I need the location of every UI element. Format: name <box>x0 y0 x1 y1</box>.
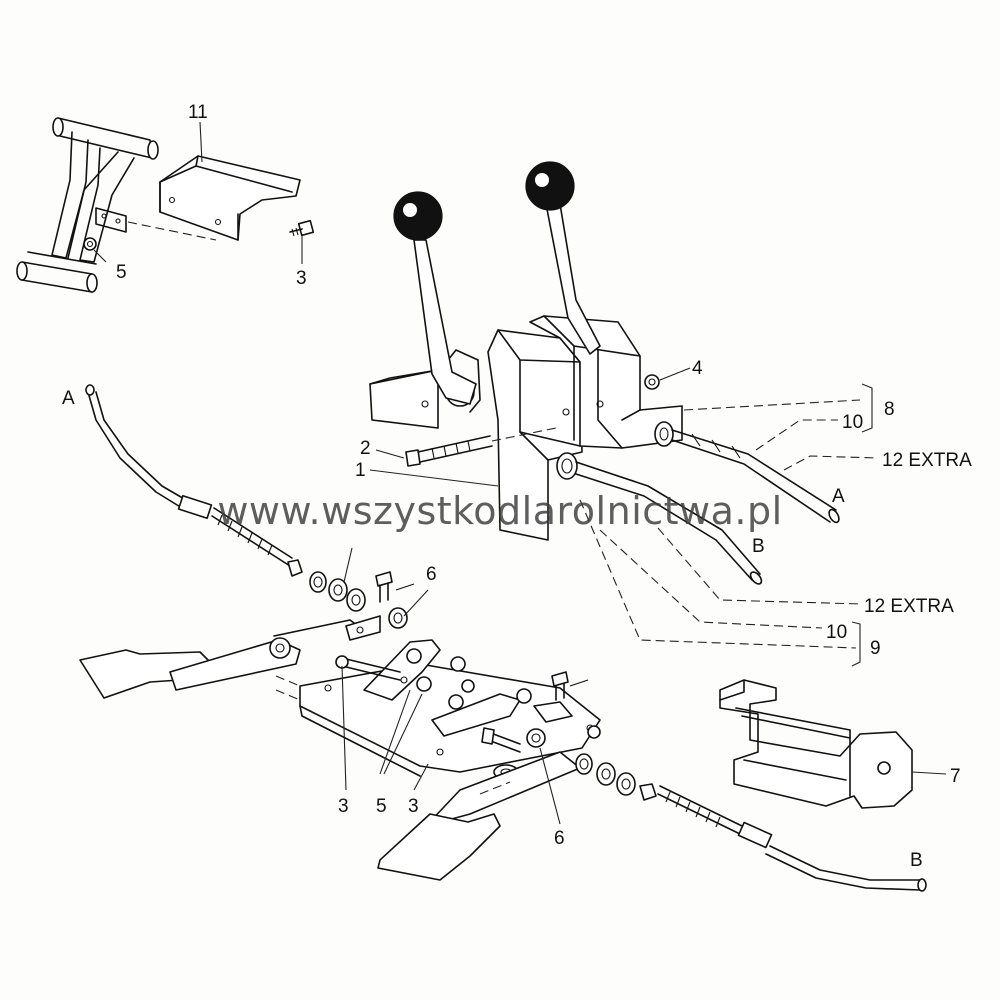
callout-6-top: 6 <box>426 564 437 585</box>
pedal-linkage-base <box>79 615 601 881</box>
callout-10-top: 10 <box>842 412 863 433</box>
cable-A-left <box>85 384 293 567</box>
callout-7: 7 <box>950 766 961 787</box>
bolt-2 <box>405 427 557 467</box>
cable-B-mid <box>575 461 763 585</box>
callout-2: 2 <box>360 438 371 459</box>
bolt-3-top <box>289 219 315 237</box>
callout-B-bottom: B <box>910 850 923 871</box>
callout-4: 4 <box>692 358 703 379</box>
lever-right <box>525 161 601 355</box>
callout-3-top: 3 <box>296 268 307 289</box>
callout-8: 8 <box>884 399 895 420</box>
part-7-guide-bracket <box>719 679 913 809</box>
part-11-cover-plate <box>127 155 301 241</box>
callout-B-mid: B <box>752 536 765 557</box>
callout-3-bottom-mid: 3 <box>408 796 419 817</box>
control-lever-housing <box>369 315 683 541</box>
callout-12-extra-mid: 12 EXTRA <box>864 596 954 617</box>
callout-12-extra-top: 12 EXTRA <box>882 450 972 471</box>
callout-labels: 11 5 3 4 8 10 12 EXTRA 2 1 A B 12 EXTRA … <box>62 102 972 871</box>
callout-11: 11 <box>188 102 208 123</box>
leader-lines <box>93 121 947 825</box>
cable-A-right <box>671 429 840 524</box>
callout-9: 9 <box>870 638 881 659</box>
nut-4 <box>644 374 660 390</box>
callout-6-bottom: 6 <box>554 828 565 849</box>
callout-1: 1 <box>355 460 366 481</box>
pedal-bracket-frame <box>16 117 159 293</box>
callout-10-mid: 10 <box>826 622 847 643</box>
callout-5-bottom-left: 5 <box>376 796 387 817</box>
callout-A-right: A <box>832 486 845 507</box>
callout-A-left: A <box>62 388 75 409</box>
callout-5-top: 5 <box>116 262 127 283</box>
callout-3-bottom-left: 3 <box>338 796 349 817</box>
cable-B-bottom <box>575 753 927 892</box>
left-cable-hardware <box>287 559 415 629</box>
watermark-url: www.wszystkodlarolnictwa.pl <box>217 489 782 533</box>
lever-left <box>393 191 477 405</box>
